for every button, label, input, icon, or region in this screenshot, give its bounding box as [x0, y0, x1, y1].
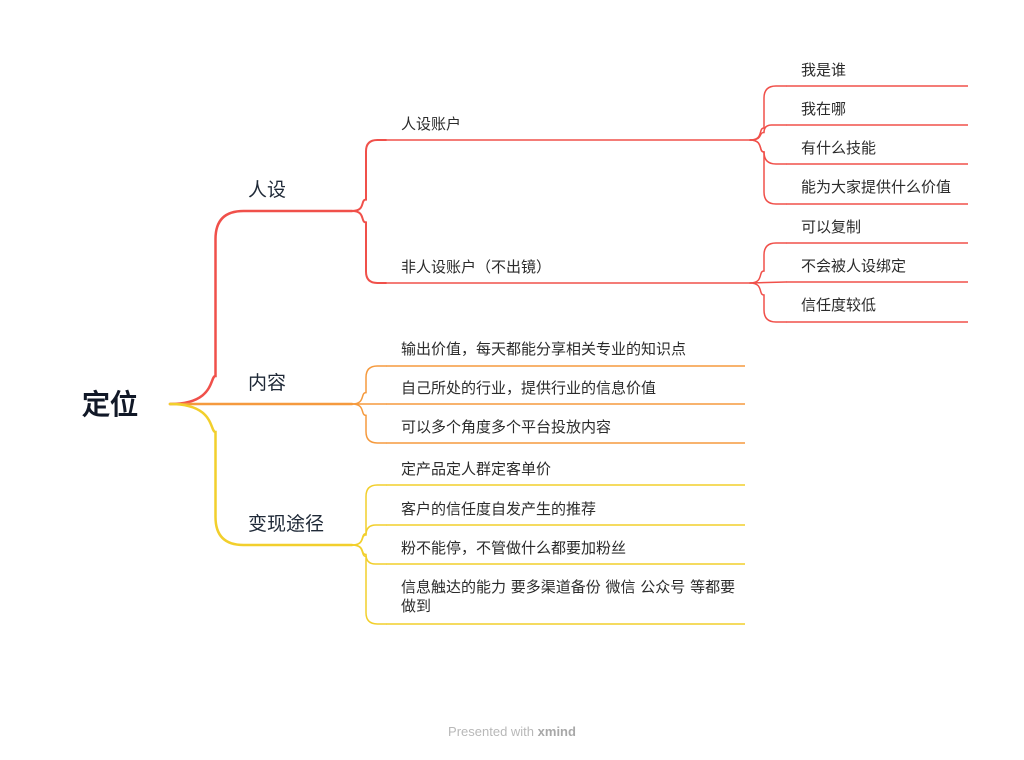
xmind-logo: xmind [537, 724, 576, 739]
connector-persona-leaf-3 [749, 139, 787, 205]
leaf-copyable[interactable]: 可以复制 [801, 218, 862, 236]
connector-persona-non-account [351, 210, 387, 284]
topic-persona-account[interactable]: 人设账户 [401, 115, 462, 133]
connector-monetize-topic-0 [351, 484, 387, 546]
topic-monetize-referral[interactable]: 客户的信任度自发产生的推荐 [401, 500, 597, 518]
connector-persona-leaf-0 [749, 85, 787, 141]
leaf-value[interactable]: 能为大家提供什么价值 [801, 178, 952, 196]
topic-content-value[interactable]: 输出价值，每天都能分享相关专业的知识点 [401, 340, 687, 358]
connector-nonpersona-leaf-2 [749, 282, 787, 323]
connector-monetize-topic-3 [351, 544, 387, 625]
topic-content-industry[interactable]: 自己所处的行业，提供行业的信息价值 [401, 379, 657, 397]
footer-credit: Presented with xmind [0, 724, 1024, 739]
branch-monetize[interactable]: 变现途径 [248, 513, 325, 535]
connector-nonpersona-leaf-1 [749, 281, 787, 284]
topic-content-multi[interactable]: 可以多个角度多个平台投放内容 [401, 418, 612, 436]
root-topic[interactable]: 定位 [82, 388, 139, 421]
leaf-low-trust[interactable]: 信任度较低 [801, 296, 877, 314]
connector-persona-leaf-1 [749, 124, 787, 141]
topic-monetize-fans[interactable]: 粉不能停，不管做什么都要加粉丝 [401, 539, 627, 557]
topic-monetize-reach[interactable]: 信息触达的能力 要多渠道备份 微信 公众号 等都要做到 [401, 578, 736, 615]
connector-nonpersona-leaf-0 [749, 242, 787, 284]
connector-persona-leaf-2 [749, 139, 787, 165]
connector-monetize-topic-1 [351, 524, 387, 546]
connector-content-topic-2 [351, 403, 387, 444]
branch-persona[interactable]: 人设 [248, 179, 287, 201]
leaf-skills[interactable]: 有什么技能 [801, 139, 877, 157]
connector-content-topic-0 [351, 365, 387, 405]
connector-root-persona [168, 209, 354, 406]
branch-content[interactable]: 内容 [248, 372, 287, 394]
topic-monetize-pricing[interactable]: 定产品定人群定客单价 [401, 460, 552, 478]
leaf-where-am-i[interactable]: 我在哪 [801, 100, 847, 118]
topic-non-persona-account[interactable]: 非人设账户（不出镜） [401, 258, 552, 276]
connector-monetize-topic-2 [351, 544, 387, 565]
leaf-who-am-i[interactable]: 我是谁 [801, 61, 847, 79]
connector-root-monetize [168, 402, 354, 547]
connector-persona-account [351, 139, 387, 212]
leaf-not-bound[interactable]: 不会被人设绑定 [801, 257, 907, 275]
footer-prefix: Presented with [448, 724, 535, 739]
